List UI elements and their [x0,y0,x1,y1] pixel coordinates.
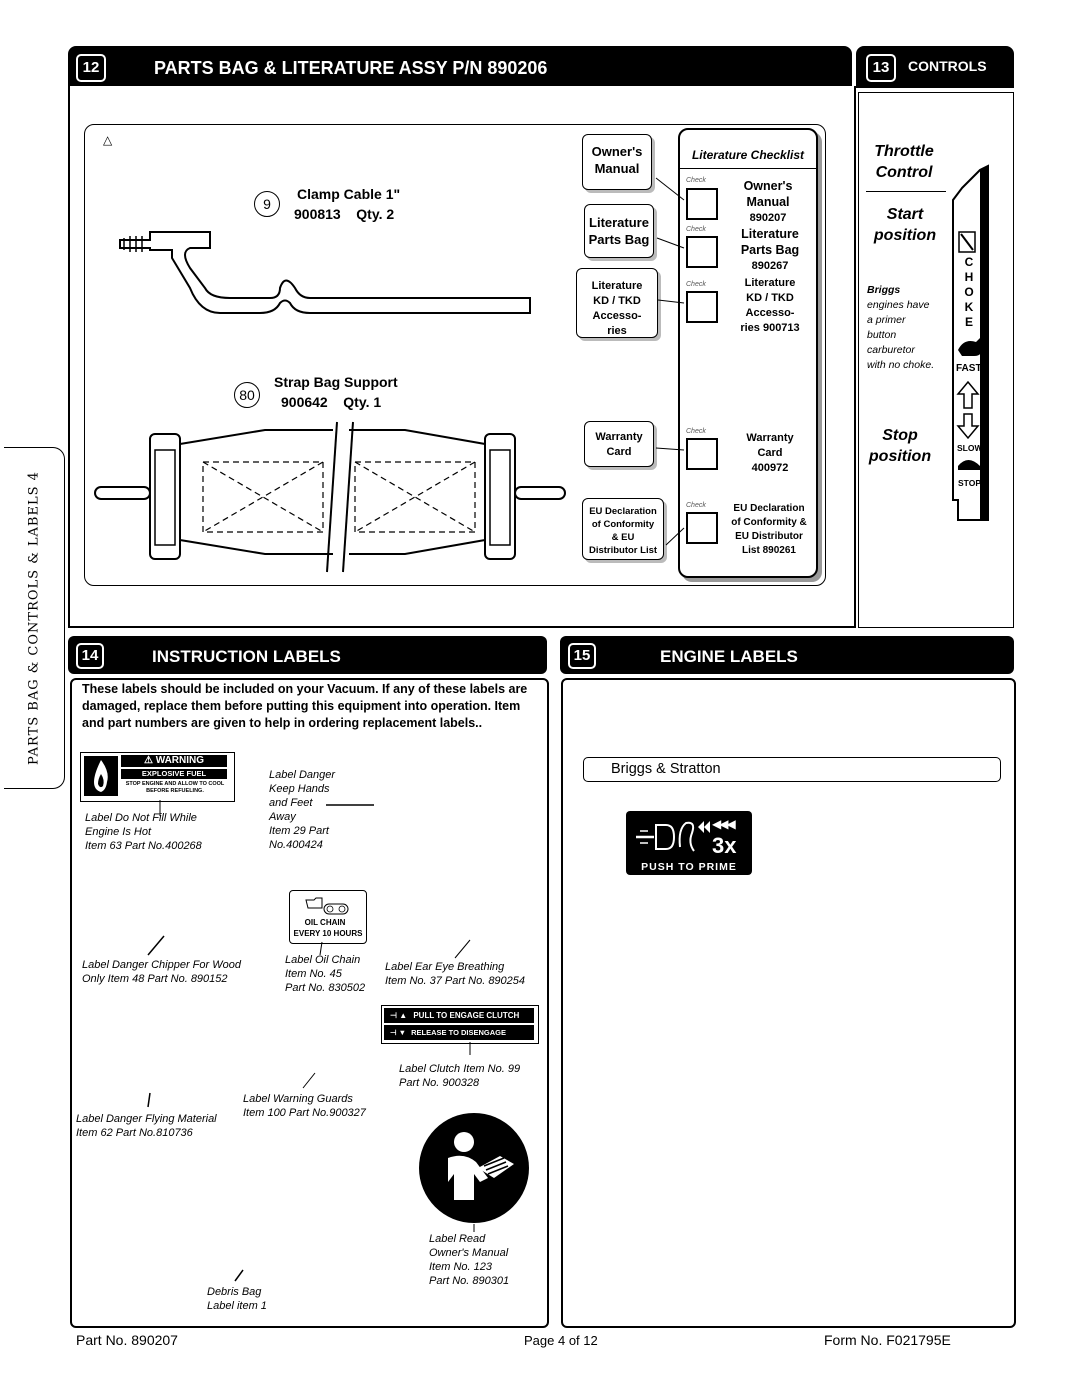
strap-name: Strap Bag Support [274,374,398,390]
section-14-number: 14 [76,643,104,669]
warning-title: WARNING [155,755,205,766]
warning-text: STOP ENGINE AND ALLOW TO COOL BEFORE REF… [125,781,225,794]
checkbox-owners-manual[interactable] [686,188,718,220]
section-15-panel [561,678,1016,1328]
primer-icon [636,821,710,852]
checklist-title: Literature Checklist [691,148,805,162]
prime-count: 3x [712,833,737,858]
section-15-title: ENGINE LABELS [660,647,798,666]
strap-ref-number: 80 [234,382,260,408]
clamp-ref-number: 9 [254,191,280,217]
footer-part-no: Part No. 890207 [76,1332,178,1348]
strap-bag-support-drawing [94,421,566,573]
briggs-note: Briggs engines have a primer button carb… [867,284,935,371]
prime-triangles-icon: ◀◀◀ [712,817,736,831]
oil-chain-line1: OIL CHAIN [304,918,346,927]
warning-subtitle: EXPLOSIVE FUEL [121,769,227,779]
footer-page-number: Page 4 of 12 [524,1333,598,1348]
section-14-header: 14 INSTRUCTION LABELS [68,636,547,674]
instruction-intro: These labels should be included on your … [82,682,528,730]
check-label-3: Check [686,281,706,288]
oil-chain-line2: EVERY 10 HOURS [293,929,363,938]
briggs-stratton-label: Briggs & Stratton [611,761,721,777]
section-13-number: 13 [866,54,896,82]
warning-triangle-icon: ⚠ [143,755,153,766]
pull-arrow-icon: ⊣ ▲ [390,1011,408,1020]
read-manual-icon [419,1113,529,1223]
push-to-prime-label: ◀◀◀ 3x PUSH TO PRIME [626,811,752,875]
clutch-sticker: ⊣ ▲ PULL TO ENGAGE CLUTCH ⊣ ▼ RELEASE TO… [381,1005,539,1052]
footer-form-no: Form No. F021795E [824,1332,951,1348]
checkbox-eu-declaration[interactable] [686,512,718,544]
section-12-title: PARTS BAG & LITERATURE ASSY P/N 890206 [154,58,548,78]
section-12-header: 12 PARTS BAG & LITERATURE ASSY P/N 89020… [68,46,852,88]
throttle-divider [866,191,946,192]
clamp-name: Clamp Cable 1" [297,186,401,202]
clamp-cable-drawing [119,231,531,314]
clutch-line1: PULL TO ENGAGE CLUTCH [413,1011,520,1020]
checkbox-literature-parts-bag[interactable] [686,236,718,268]
throttle-lever-graphic [952,164,989,521]
section-12-number: 12 [76,54,106,82]
section-15-number: 15 [568,643,596,669]
prime-text: PUSH TO PRIME [641,861,737,873]
clutch-line2: RELEASE TO DISENGAGE CLUTCH [384,1028,507,1052]
triangle-icon: △ [103,133,113,147]
briggs-stratton-box: Briggs & Stratton [583,757,1001,782]
section-13-title: CONTROLS [908,58,987,74]
section-13-header: 13 CONTROLS [856,46,1014,88]
check-label-5: Check [686,502,706,509]
check-label-1: Check [686,177,706,184]
check-label-2: Check [686,226,706,233]
check-label-4: Check [686,428,706,435]
oil-can-icon [305,897,349,915]
section-15-header: 15 ENGINE LABELS [560,636,1014,674]
checkbox-warranty-card[interactable] [686,438,718,470]
side-tab: PARTS BAG & CONTROLS & LABELS 4 [4,447,65,789]
warning-sticker: ⚠ WARNING EXPLOSIVE FUEL STOP ENGINE AND… [80,752,235,802]
stop-label: STOP [958,478,981,488]
strap-part: 900642 Qty. 1 [281,394,382,410]
section-14-title: INSTRUCTION LABELS [152,647,341,666]
clamp-part: 900813 Qty. 2 [294,206,395,222]
fast-label: FAST [956,363,982,374]
slow-label: SLOW [957,443,983,453]
checkbox-literature-kd-tkd[interactable] [686,291,718,323]
oil-chain-sticker: OIL CHAIN EVERY 10 HOURS [289,890,367,944]
release-arrow-icon: ⊣ ▼ [390,1028,407,1037]
fire-icon [84,756,118,796]
